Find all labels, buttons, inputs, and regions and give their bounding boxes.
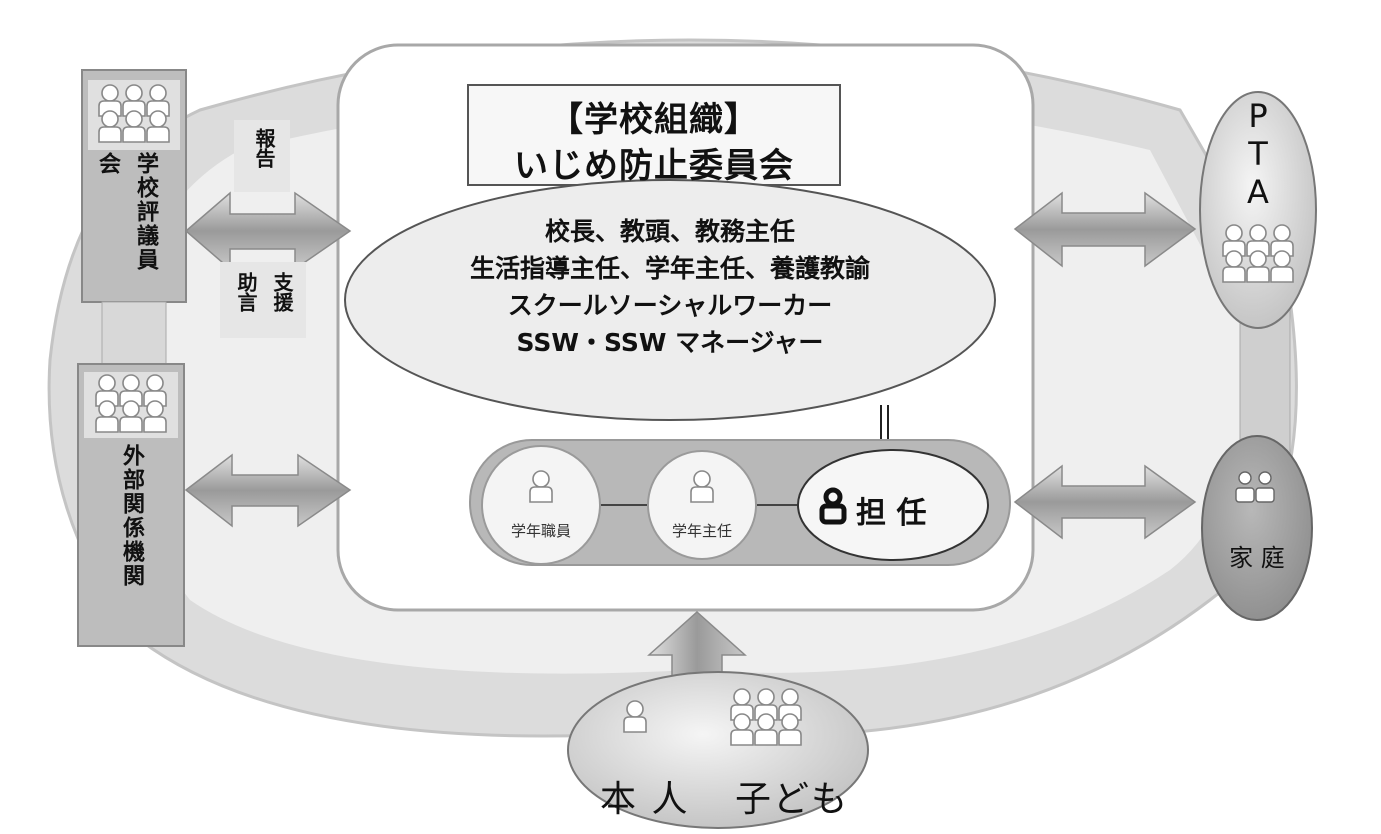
external-label: 外部関係機関 [119,444,144,588]
grade-head-circle [647,450,757,560]
family-label: 家 庭 [1229,544,1285,572]
member-line: スクールソーシャルワーカー [507,291,833,320]
children-label: 子ども [735,779,850,820]
homeroom-ellipse [797,449,989,561]
self-label: 本 人 [600,779,690,820]
pta-letter: A [1247,173,1269,211]
member-line: 生活指導主任、学年主任、養護教諭 [469,254,870,283]
member-line: 校長、教頭、教務主任 [544,217,795,246]
advice-label: 助言 [234,272,258,312]
council-label-b: 学校評議員 [133,152,158,272]
person-icon [690,470,714,503]
homeroom-label: 担 任 [856,496,927,531]
people-group-icon [1223,225,1293,282]
council-label-a: 会 [95,152,120,174]
person-icon [623,700,647,733]
person-icon [529,470,553,503]
committee-members: 校長、教頭、教務主任 生活指導主任、学年主任、養護教諭 スクールソーシャルワーカ… [345,213,995,361]
report-label: 報告 [252,128,276,168]
people-group-icon [99,85,169,142]
homeroom-person-icon [819,487,847,525]
committee-title-line2: いじめ防止委員会 [514,146,794,186]
advice-label-bg [220,262,306,338]
grade-staff-circle [481,445,601,565]
member-line: SSW・SSW マネージャー [516,328,824,357]
committee-title-box [467,84,841,186]
grade-staff-label: 学年職員 [510,522,571,540]
report-label-bg [234,120,290,192]
family-double-arrow [1013,464,1197,540]
grade-head-label: 学年主任 [671,522,732,540]
people-group-icon [96,375,166,432]
pta-double-arrow [1013,191,1197,268]
council-double-arrow [184,191,352,271]
pta-letter: T [1248,135,1268,173]
pta-letter: P [1248,97,1268,135]
column-connector [101,301,167,365]
people-group-icon [730,688,802,746]
external-double-arrow [184,453,352,528]
family-oval [1201,435,1313,621]
committee-members-ellipse [344,179,996,421]
committee-title-line1: 【学校組織】 [549,100,759,140]
support-label: 支援 [270,272,294,312]
pta-label: P T A [1238,97,1278,211]
family-people-icon [1235,471,1275,503]
